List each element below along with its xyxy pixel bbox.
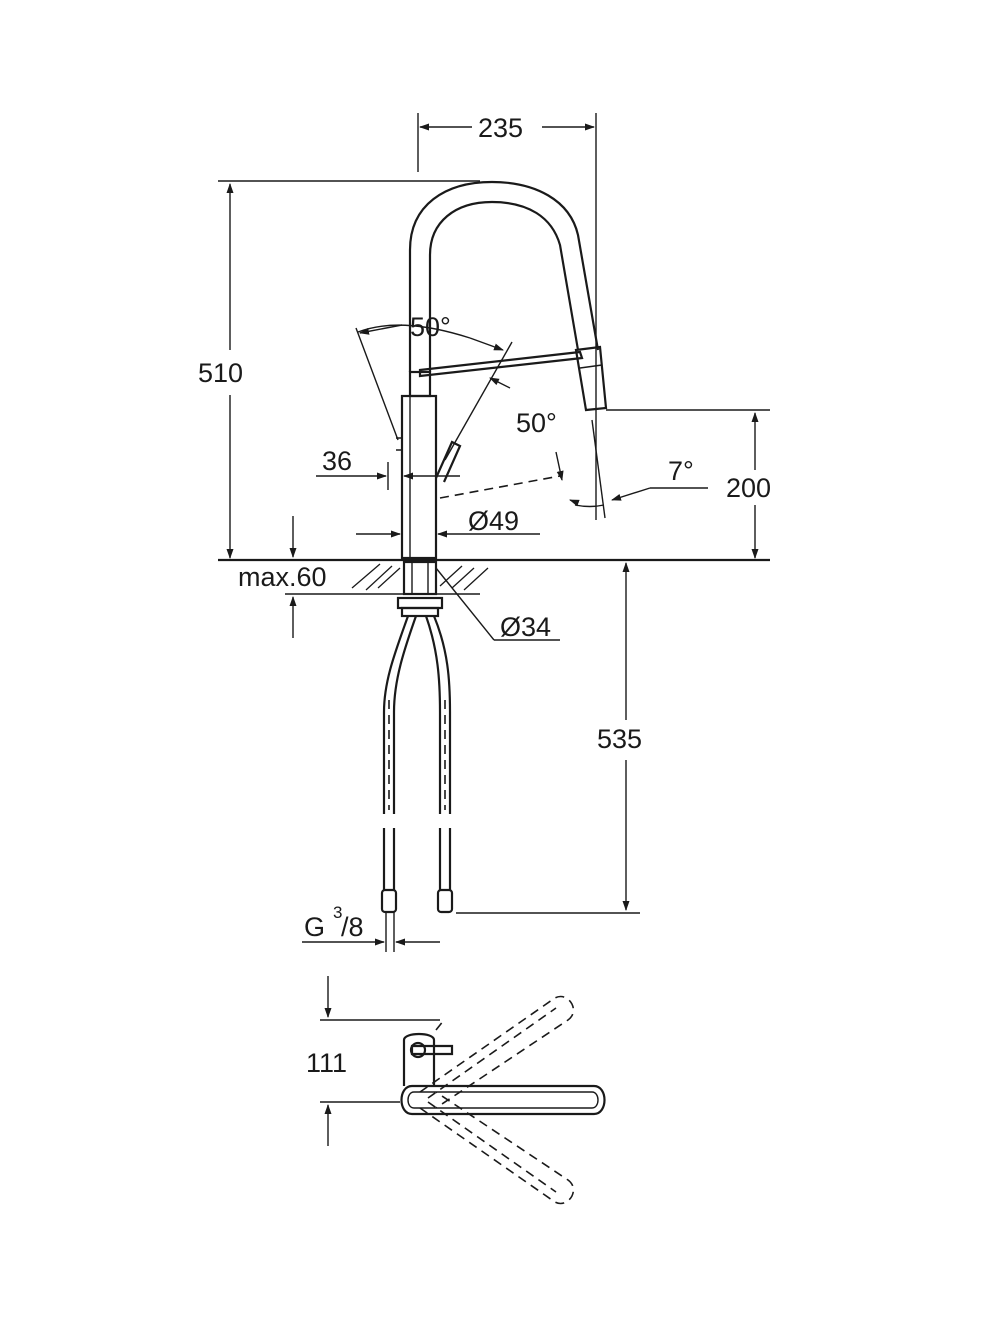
dimension-thread: G 3 /8 [302, 903, 440, 952]
countertop-section [218, 558, 770, 618]
label-hose-length: 535 [597, 724, 642, 754]
dimension-spray-angle: 50° [439, 377, 564, 499]
dimension-hole-diameter: Ø34 [435, 567, 560, 642]
faucet-plan-view [400, 995, 606, 1205]
label-thread-den: /8 [341, 912, 364, 942]
dimension-handle-angle: 50° [355, 312, 513, 461]
dimension-deck-thickness: max.60 [238, 516, 327, 638]
dimension-tilt-angle: 7° [569, 419, 708, 519]
label-thread-num: 3 [333, 903, 342, 922]
label-hole-diameter: Ø34 [500, 612, 551, 642]
label-deck-thickness: max.60 [238, 562, 327, 592]
dimension-height-510: 510 [198, 180, 480, 559]
label-thread-g: G [304, 912, 325, 942]
supply-hoses [380, 615, 454, 914]
label-spout-height: 200 [726, 473, 771, 503]
label-spray-angle: 50° [516, 408, 557, 438]
label-plan-offset: 111 [306, 1048, 347, 1078]
label-handle-angle: 50° [410, 312, 451, 342]
dimension-lever-offset: 36 [316, 446, 460, 490]
dimension-plan-offset: 111 [306, 976, 440, 1146]
label-body-diameter: Ø49 [468, 506, 519, 536]
dimension-hose-length: 535 [456, 562, 642, 914]
dimension-body-diameter: Ø49 [356, 506, 540, 538]
label-width: 235 [478, 113, 523, 143]
label-height-total: 510 [198, 358, 243, 388]
label-tilt-angle: 7° [668, 456, 694, 486]
label-lever-offset: 36 [322, 446, 352, 476]
dimension-spout-height: 200 [606, 409, 771, 559]
